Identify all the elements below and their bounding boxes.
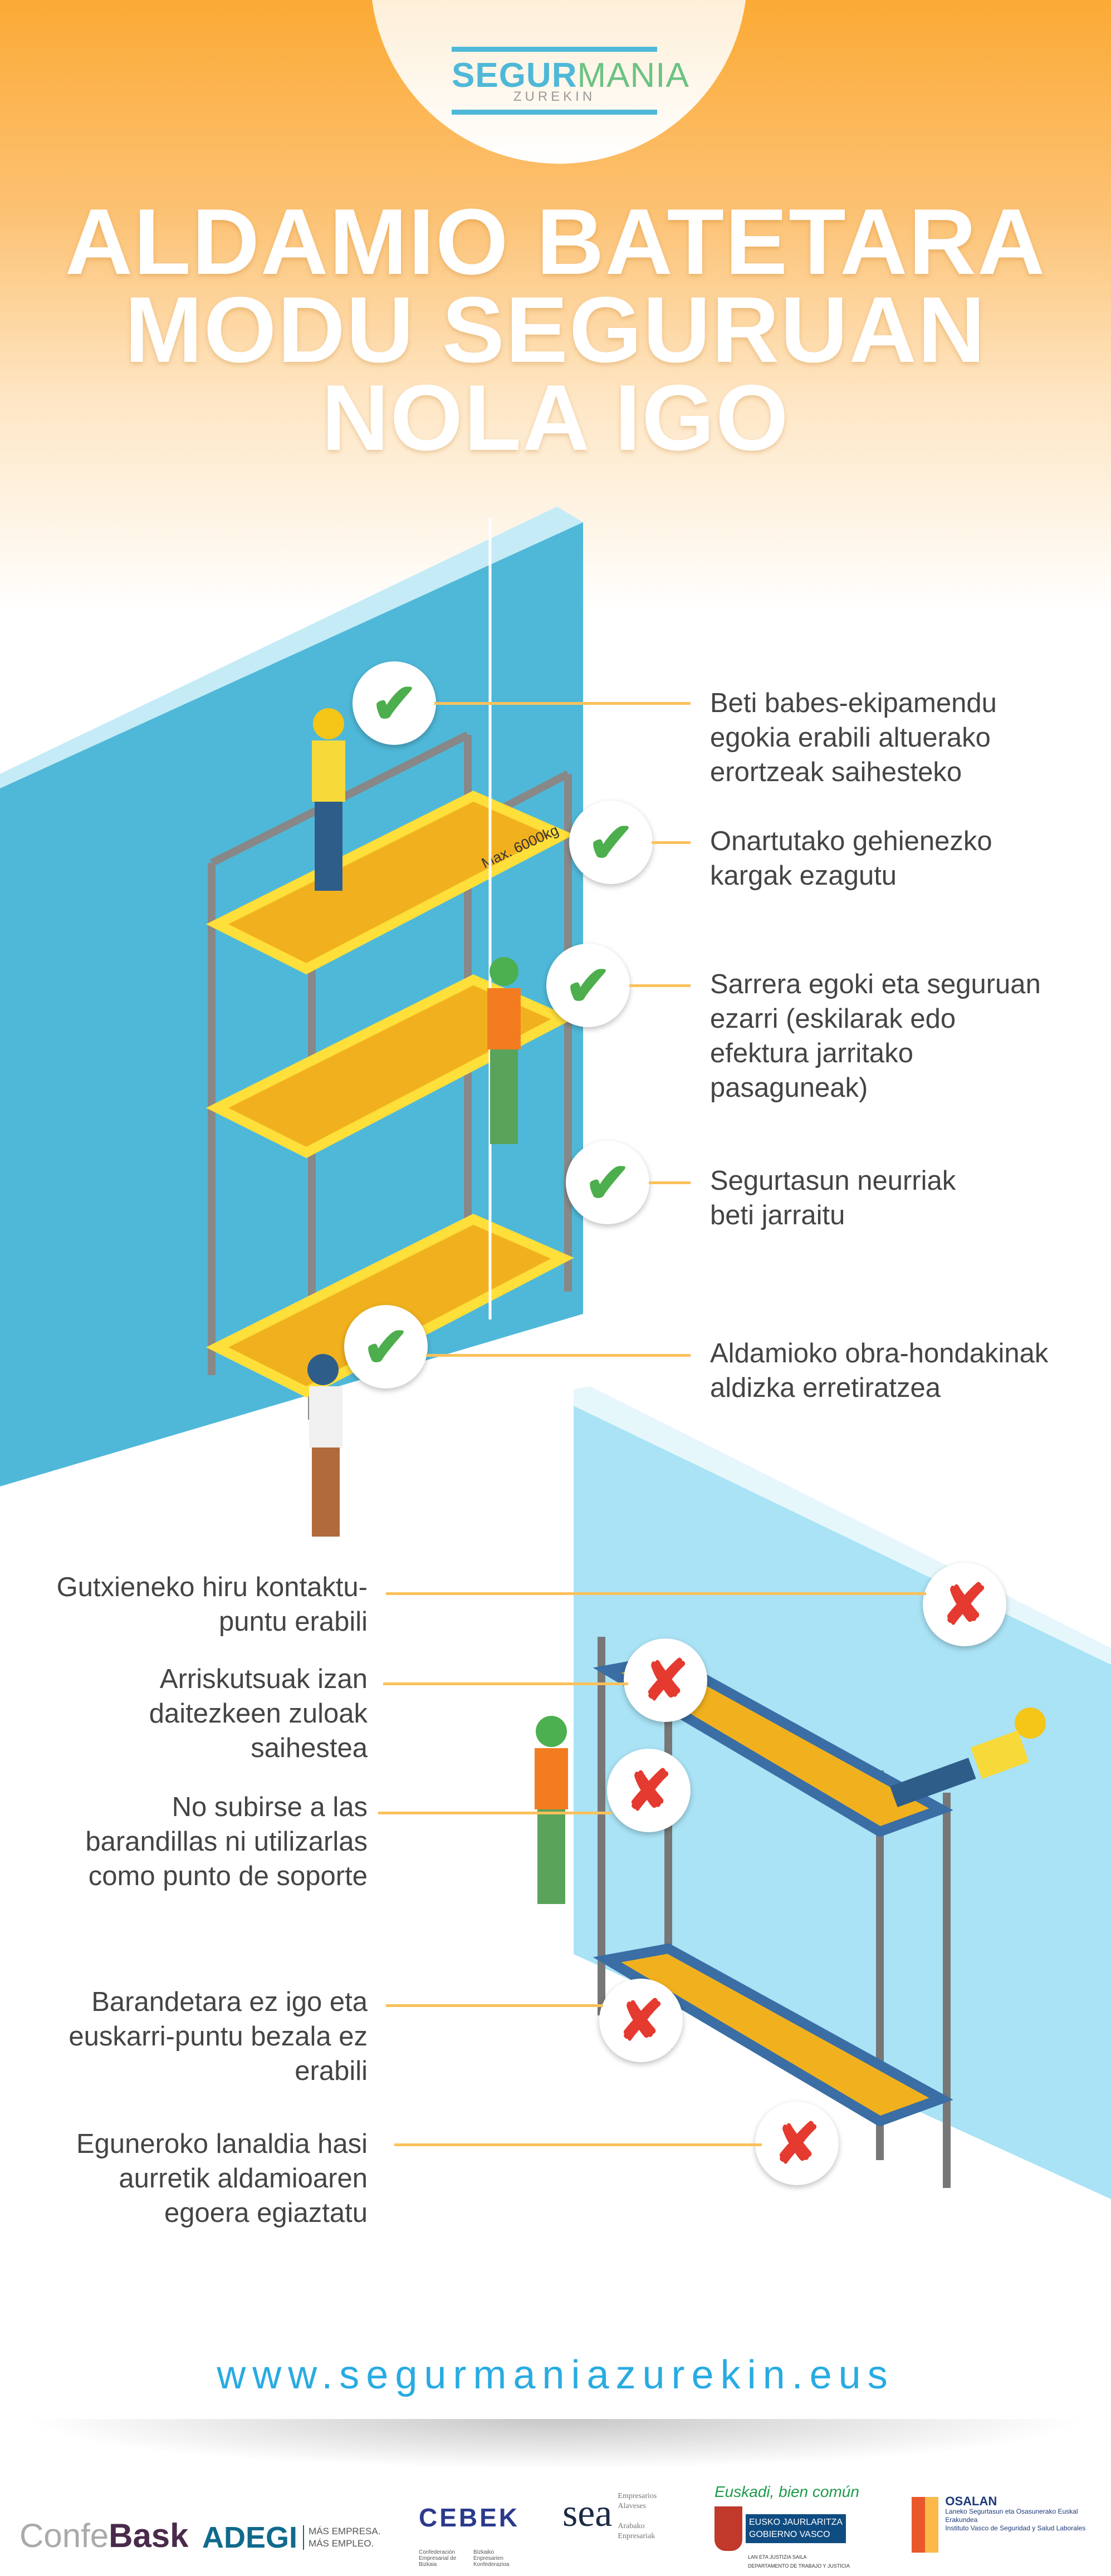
dont-tip: Eguneroko lanaldia hasi aurretik aldamio… xyxy=(76,2129,368,2228)
logo-brand-b: MANIA xyxy=(577,56,689,95)
check-icon: ✔ xyxy=(569,801,653,884)
leader-line xyxy=(629,984,691,987)
x-icon: ✘ xyxy=(923,1563,1006,1646)
page-title: ALDAMIO BATETARA MODU SEGURUAN NOLA IGO xyxy=(0,189,1111,470)
do-tip: Beti babes-ekipamendu egokia erabili alt… xyxy=(710,688,997,787)
leader-line xyxy=(426,1354,691,1357)
leader-line xyxy=(386,1592,926,1595)
website-link[interactable]: www.segurmaniazurekin.eus xyxy=(217,2353,894,2397)
coat-of-arms-icon xyxy=(714,2506,742,2551)
x-icon: ✘ xyxy=(624,1638,707,1722)
logo-bar-bottom xyxy=(452,110,657,115)
confebask-logo: ConfeBask xyxy=(19,2517,189,2554)
title-line-2: MODU SEGURUAN xyxy=(124,277,987,382)
dont-tip: Barandetara ez igo eta euskarri-puntu be… xyxy=(68,1987,368,2086)
logo-sub: ZUREKIN xyxy=(513,89,596,104)
divider-shadow xyxy=(22,2419,1089,2469)
do-tip: Sarrera egoki eta seguruan ezarri (eskil… xyxy=(710,969,1041,1103)
check-icon: ✔ xyxy=(353,661,436,745)
do-tip: Onartutako gehienezko kargak ezagutu xyxy=(710,826,992,891)
x-icon: ✘ xyxy=(755,2102,839,2185)
dont-tip: Arriskutsuak izan daitezkeen zuloak saih… xyxy=(149,1664,368,1763)
dont-tip: Gutxieneko hiru kontaktu-puntu erabili xyxy=(56,1572,368,1637)
do-tip: Aldamioko obra-hondakinak aldizka erreti… xyxy=(710,1338,1049,1403)
dont-tip: No subirse a las barandillas ni utilizar… xyxy=(85,1792,368,1891)
check-icon: ✔ xyxy=(546,944,630,1027)
title-line-3: NOLA IGO xyxy=(321,365,790,470)
x-icon: ✘ xyxy=(599,1979,683,2062)
segurmania-logo: SEGURMANIA xyxy=(452,56,689,95)
x-icon: ✘ xyxy=(607,1749,691,1832)
logo-bar-top xyxy=(452,47,657,52)
do-tip: Segurtasun neurriak beti jarraitu xyxy=(710,1166,956,1230)
check-icon: ✔ xyxy=(566,1141,649,1224)
leader-line xyxy=(378,1812,612,1814)
leader-line xyxy=(649,1181,691,1184)
logo-brand-a: SEGUR xyxy=(452,56,577,95)
leader-line xyxy=(434,702,691,705)
leader-line xyxy=(386,2004,603,2007)
platform-lower-2 xyxy=(593,1943,953,2127)
check-icon: ✔ xyxy=(344,1305,428,1388)
leader-line xyxy=(652,841,691,844)
title-line-1: ALDAMIO BATETARA xyxy=(65,189,1046,294)
osalan-figure-icon xyxy=(912,2497,939,2553)
leader-line xyxy=(383,1682,628,1685)
leader-line xyxy=(394,2143,762,2146)
wall-left-top xyxy=(0,507,583,788)
worker-figures xyxy=(307,708,1046,1904)
